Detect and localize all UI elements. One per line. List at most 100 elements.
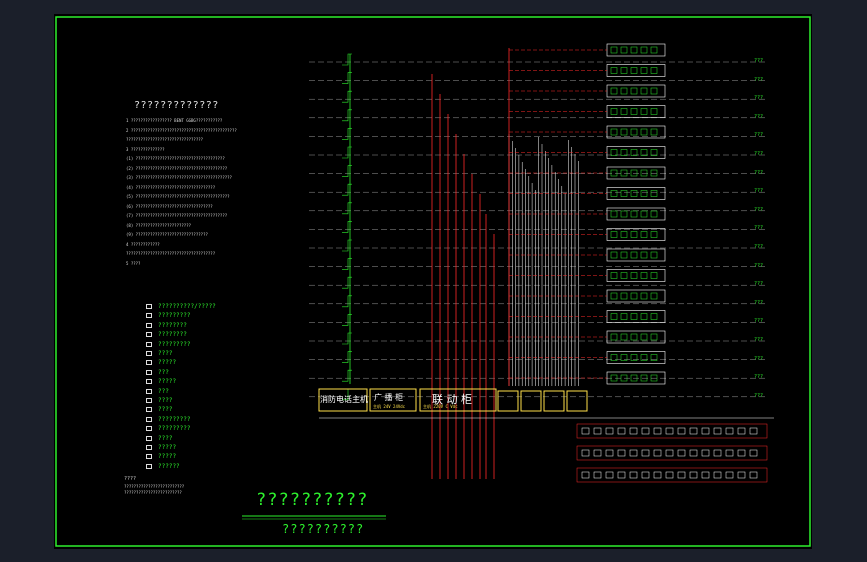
legend-row: ??? xyxy=(146,368,169,377)
floor-label: ??? xyxy=(754,76,764,83)
device-symbol xyxy=(640,108,648,115)
device-symbol xyxy=(605,471,614,479)
device-symbol xyxy=(640,46,648,54)
device-symbol xyxy=(640,169,648,177)
device-symbol xyxy=(630,190,638,197)
legend-symbol-icon xyxy=(146,454,152,460)
device-symbol xyxy=(620,354,628,361)
device-symbol xyxy=(665,427,674,435)
floor-module-box xyxy=(606,146,666,159)
note-line: (2) ????????????????????????????????????… xyxy=(126,165,228,171)
device-symbol xyxy=(593,449,602,457)
legend-row: ???? xyxy=(146,434,172,443)
device-symbol xyxy=(630,149,638,156)
legend-label: ??? xyxy=(158,387,169,395)
device-symbol xyxy=(593,427,602,435)
riser-lines xyxy=(349,48,579,479)
broadcast-panel xyxy=(369,388,417,412)
linkage-label: 联 动 柜 xyxy=(432,393,472,406)
floor-module-box xyxy=(606,187,666,200)
device-symbol xyxy=(610,374,618,382)
linkage-module-1 xyxy=(497,390,519,412)
legend-label: ????? xyxy=(158,444,177,451)
device-symbol xyxy=(630,87,638,95)
device-symbol xyxy=(640,251,648,259)
device-symbol xyxy=(581,427,590,435)
legend-symbol-icon xyxy=(146,341,152,347)
floor-label: ??? xyxy=(754,299,764,306)
device-symbol xyxy=(620,169,628,177)
device-symbol xyxy=(749,449,758,457)
device-symbol xyxy=(640,190,648,197)
legend-label: ????? xyxy=(158,378,177,386)
floor-module-box xyxy=(606,351,666,364)
device-symbol xyxy=(689,427,698,435)
note-line: 1 ????????????????? BENT GGBG??????????? xyxy=(126,118,223,123)
device-symbol xyxy=(610,210,618,218)
device-row-box xyxy=(576,423,768,439)
legend-label: ????????? xyxy=(158,415,191,423)
legend-label: ????? xyxy=(158,453,177,461)
riser-branch xyxy=(342,183,352,196)
floor-label: ??? xyxy=(754,374,764,381)
device-symbol xyxy=(650,46,658,54)
device-symbol xyxy=(610,87,618,95)
legend-label: ???? xyxy=(158,406,173,414)
device-symbol xyxy=(620,67,628,74)
device-symbol xyxy=(640,292,648,300)
floor-label: ??? xyxy=(754,355,764,362)
device-symbol xyxy=(640,333,648,341)
legend-row: ???????? xyxy=(146,321,187,330)
system-diagram xyxy=(55,16,811,547)
device-symbol xyxy=(641,471,650,479)
floor-module-box xyxy=(606,84,666,98)
riser-branch xyxy=(342,295,352,308)
device-symbol xyxy=(630,272,638,279)
fire-host-panel xyxy=(318,388,368,412)
note-line: (9) ?????????????????????????????? xyxy=(126,232,208,237)
riser-branch xyxy=(342,90,352,103)
device-symbol xyxy=(749,471,758,479)
floor-module-box xyxy=(606,166,666,180)
riser-branch xyxy=(342,146,352,159)
device-symbol xyxy=(653,449,662,457)
device-symbol xyxy=(640,313,648,320)
legend-row: ????????? xyxy=(146,424,191,433)
device-symbol xyxy=(605,449,614,457)
floor-label: ??? xyxy=(754,337,764,343)
note-line: ????????????????????????????????????? xyxy=(126,251,216,256)
legend-symbol-icon xyxy=(146,332,152,338)
note-line: (6) ???????????????????????????????? xyxy=(126,203,213,209)
floor-label: ??? xyxy=(754,188,764,195)
device-symbol xyxy=(610,231,618,238)
legend-label: ????????? xyxy=(158,340,191,348)
device-symbol xyxy=(630,108,638,115)
device-symbol xyxy=(620,272,628,279)
legend-label: ???????? xyxy=(158,321,187,329)
legend-symbol-icon xyxy=(146,398,152,403)
drawing-subtitle: ?????????? xyxy=(282,522,365,536)
device-symbol xyxy=(610,190,618,197)
linkage-panel xyxy=(419,388,497,412)
device-symbol xyxy=(650,128,658,136)
broadcast-sub: 主机 24V 24Vdc xyxy=(373,404,406,409)
device-symbol xyxy=(640,87,648,95)
floor-label: ??? xyxy=(754,225,764,232)
footnote-heading: ???? xyxy=(124,476,137,482)
floor-module-box xyxy=(606,289,666,303)
device-symbol xyxy=(610,272,618,279)
device-symbol xyxy=(629,427,638,435)
device-symbol xyxy=(610,354,618,361)
floor-module-box xyxy=(606,105,666,118)
device-symbol xyxy=(650,169,658,177)
device-symbol xyxy=(640,272,648,279)
floor-label: ??? xyxy=(754,281,764,288)
device-symbol xyxy=(630,128,638,136)
riser-branch xyxy=(342,165,352,177)
device-symbol xyxy=(610,46,618,54)
device-symbol xyxy=(581,449,590,457)
device-symbol xyxy=(689,449,698,457)
device-symbol xyxy=(701,449,710,457)
device-symbol xyxy=(725,471,734,479)
device-symbol xyxy=(737,427,746,435)
